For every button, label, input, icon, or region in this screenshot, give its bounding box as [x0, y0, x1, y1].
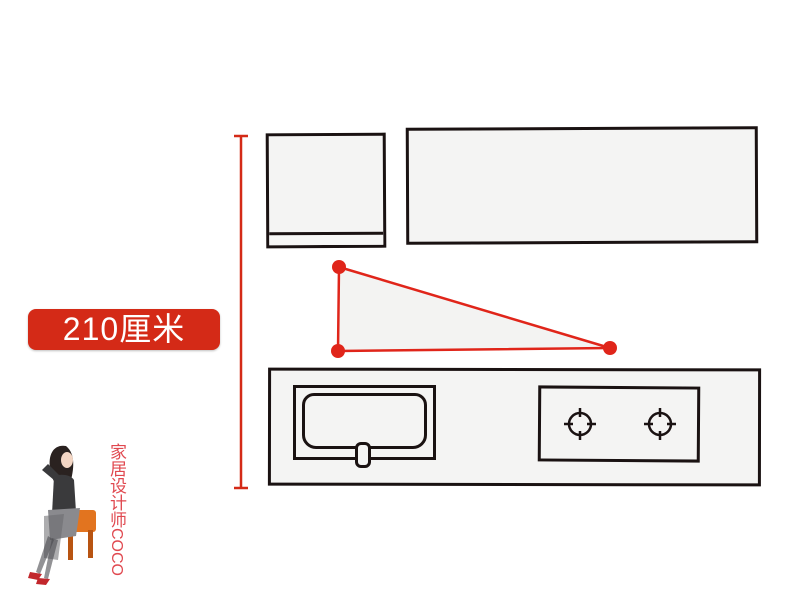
designer-avatar-illustration: [28, 445, 96, 585]
wall-cabinet-left: [265, 132, 387, 249]
triangle-vertex-top: [332, 260, 346, 274]
sink-basin: [302, 393, 427, 449]
brand-name: 家居设计师COCO: [104, 443, 126, 576]
wall-cabinet-right: [405, 126, 759, 245]
dimension-line: [234, 134, 248, 490]
burner-icon: [564, 408, 596, 440]
faucet-icon: [355, 442, 371, 468]
triangle-vertex-bottom-right: [603, 341, 617, 355]
dimension-label: 210厘米: [28, 309, 220, 350]
brand-name-latin: COCO: [108, 528, 125, 576]
work-triangle: [331, 260, 617, 358]
brand-name-cjk: 家居设计师: [107, 443, 126, 528]
triangle-vertex-bottom-left: [331, 344, 345, 358]
cabinet-bottom-strip: [269, 231, 384, 246]
burner-icon: [644, 408, 676, 440]
